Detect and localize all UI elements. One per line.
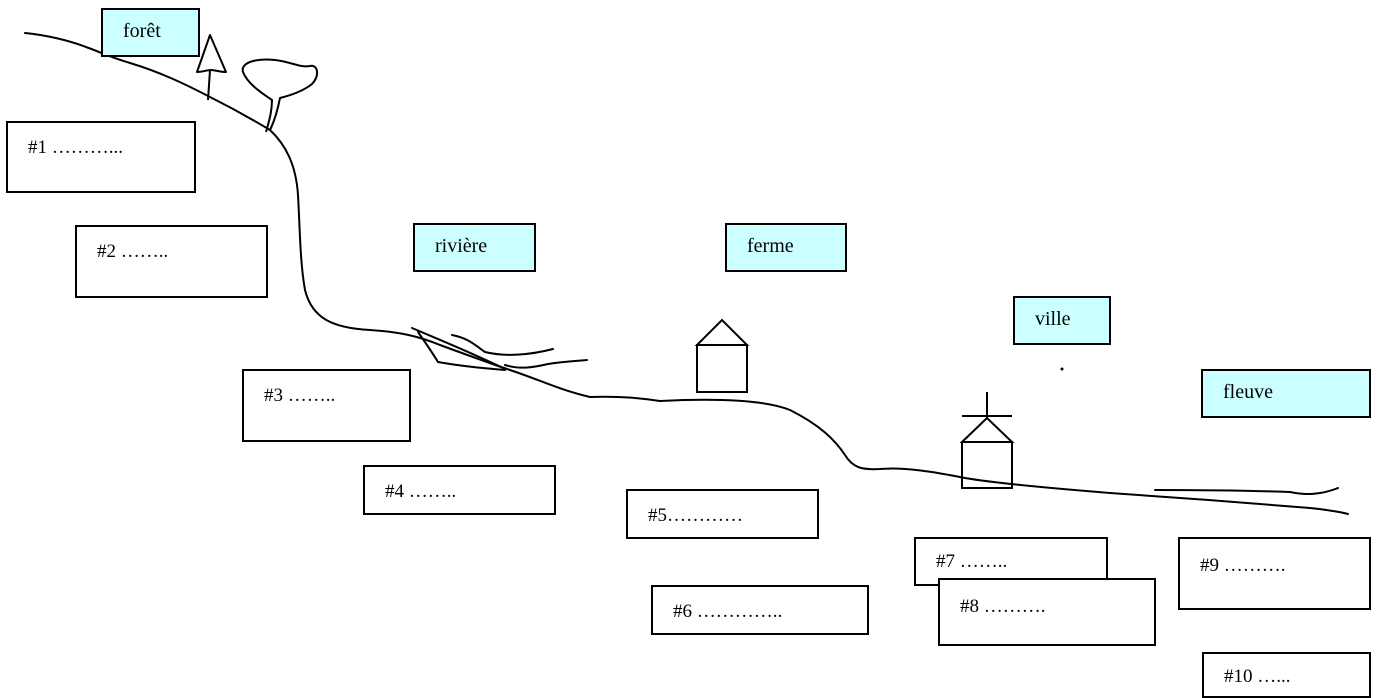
river-reeds bbox=[451, 334, 554, 356]
answer-box-9[interactable]: #9 ………. bbox=[1178, 537, 1371, 610]
label-foret: forêt bbox=[101, 8, 200, 57]
pine-tree-icon bbox=[196, 34, 227, 101]
label-riviere: rivière bbox=[413, 223, 536, 272]
label-ville: ville bbox=[1013, 296, 1111, 345]
label-fleuve: fleuve bbox=[1201, 369, 1371, 418]
answer-box-5[interactable]: #5………… bbox=[626, 489, 819, 539]
river-line bbox=[24, 32, 1349, 515]
answer-box-8[interactable]: #8 ………. bbox=[938, 578, 1156, 646]
answer-box-1[interactable]: #1 ………... bbox=[6, 121, 196, 193]
stray-dot bbox=[1060, 367, 1064, 371]
answer-box-6[interactable]: #6 ………….. bbox=[651, 585, 869, 635]
answer-box-7[interactable]: #7 …….. bbox=[914, 537, 1108, 586]
answer-box-2[interactable]: #2 …….. bbox=[75, 225, 268, 298]
answer-box-10[interactable]: #10 …... bbox=[1202, 652, 1371, 698]
river-reeds bbox=[504, 359, 588, 369]
farmhouse-icon bbox=[694, 318, 750, 393]
label-ferme: ferme bbox=[725, 223, 847, 272]
river-reeds bbox=[437, 361, 506, 371]
church-icon bbox=[959, 392, 1015, 489]
answer-box-4[interactable]: #4 …….. bbox=[363, 465, 556, 515]
estuary-line bbox=[1154, 487, 1339, 495]
river-reeds bbox=[411, 327, 506, 370]
river-reeds bbox=[417, 331, 439, 363]
answer-box-3[interactable]: #3 …….. bbox=[242, 369, 411, 442]
leafy-tree-icon bbox=[241, 58, 318, 133]
